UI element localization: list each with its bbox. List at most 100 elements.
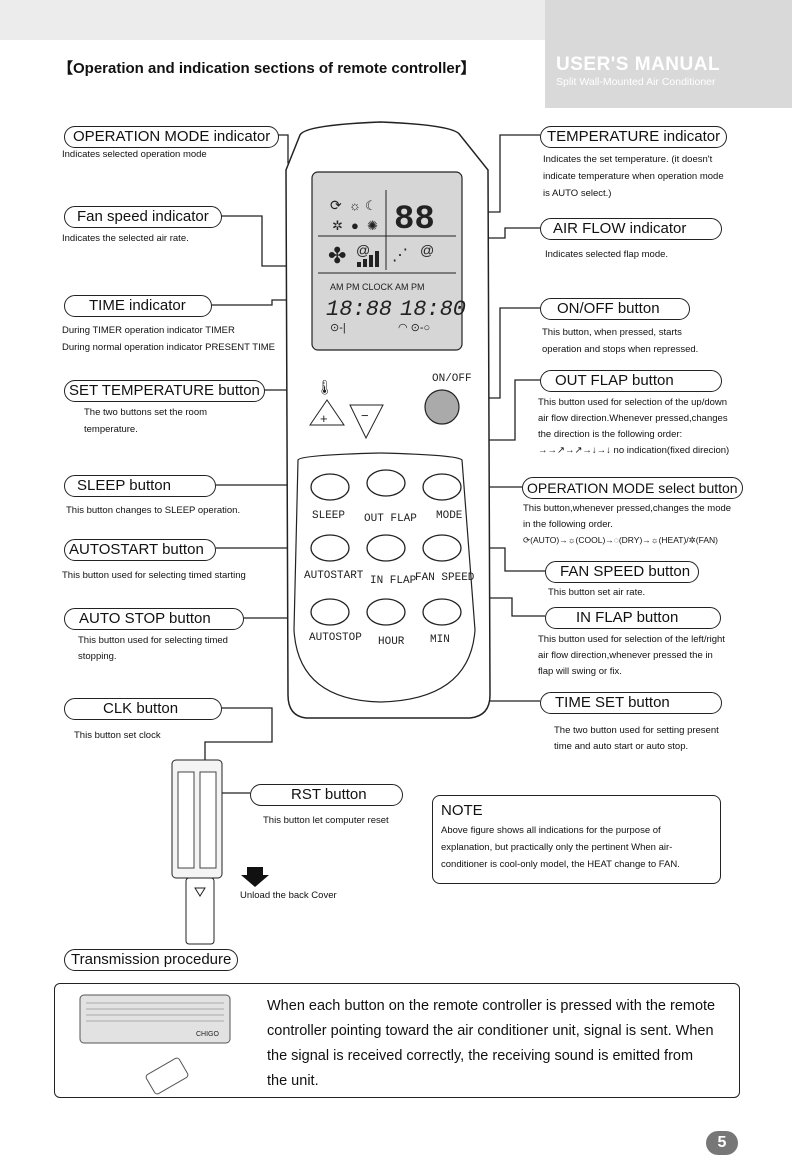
sleep-button-desc: This button changes to SLEEP operation.: [66, 505, 241, 516]
lcd-screen: [311, 171, 463, 351]
onoff-button-desc-2: operation and stops when repressed.: [542, 344, 699, 355]
thermometer-icon: 🌡: [316, 379, 334, 395]
rst-button-label: RST button: [250, 784, 403, 806]
remote-buttons: [310, 469, 462, 626]
autostop-button: [310, 598, 350, 626]
section-title: 【Operation and indication sections of re…: [58, 60, 476, 77]
operation-mode-select-desc-2: in the following order.: [523, 519, 613, 530]
lcd-ampm: AM PM CLOCK AM PM: [330, 282, 425, 292]
fan-icon: ✤: [328, 243, 346, 268]
battery-icon: [199, 771, 217, 869]
onoff-button-desc-1: This button, when pressed, starts: [542, 327, 682, 338]
auto-stop-button-label: AUTO STOP button: [64, 608, 244, 630]
out-flap-button-label: OUT FLAP button: [540, 370, 722, 392]
lcd-mode-icons: ⟳ ☼ ☾ ✲ ● ✺: [330, 197, 378, 233]
unit-brand: CHIGO: [196, 1031, 220, 1038]
heat-mode-icon: ✲: [332, 218, 343, 233]
temp-down-button: [349, 404, 384, 440]
fan-speed-indicator-desc: Indicates the selected air rate.: [62, 233, 189, 244]
page-number: 5: [706, 1131, 738, 1155]
cover-arrow-icon: [194, 887, 206, 897]
temperature-indicator-desc-3: is AUTO select.): [543, 188, 612, 199]
label-mode: MODE: [436, 510, 463, 522]
dry-mode-icon: ●: [351, 218, 359, 233]
fan-speed-button-desc: This button set air rate.: [548, 587, 646, 598]
temperature-indicator-label: TEMPERATURE indicator: [540, 126, 728, 148]
down-arrow-icon: [241, 867, 269, 887]
time-indicator-desc-2: During normal operation indicator PRESEN…: [62, 342, 275, 353]
autostart-button-desc: This button used for selecting timed sta…: [62, 570, 246, 581]
out-flap-button: [366, 469, 406, 497]
label-out-flap: OUT FLAP: [364, 513, 417, 525]
rst-button-desc: This button let computer reset: [263, 815, 389, 826]
out-flap-desc-2: air flow direction.Whenever pressed,chan…: [538, 413, 728, 424]
fan-speed-indicator-label: Fan speed indicator: [64, 206, 222, 228]
timer-off-icon: ◠ ⊙-○: [398, 322, 430, 334]
temperature-indicator-desc-2: indicate temperature when operation mode: [543, 171, 724, 182]
set-temperature-desc-2: temperature.: [84, 424, 138, 435]
swing-icon: @: [356, 242, 370, 258]
label-hour: HOUR: [378, 636, 405, 648]
air-flow-indicator-label: AIR FLOW indicator: [540, 218, 722, 240]
autostart-button: [310, 534, 350, 562]
label-autostart: AUTOSTART: [304, 570, 364, 582]
auto-stop-desc-1: This button used for selecting timed: [78, 635, 228, 646]
out-flap-desc-1: This button used for selection of the up…: [538, 397, 728, 408]
fan-speed-bar-icon: [357, 262, 361, 267]
clk-button-desc: This button set clock: [74, 730, 161, 741]
back-cover-icon: [185, 877, 215, 945]
button-panel-outline: [293, 452, 476, 703]
time-set-desc-2: time and auto start or auto stop.: [554, 741, 689, 752]
remote-mini-icon: [145, 1057, 189, 1095]
label-fan-speed: FAN SPEED: [415, 572, 475, 584]
onoff-label: ON/OFF: [432, 373, 472, 385]
out-flap-desc-3: the direction is the following order:: [538, 429, 683, 440]
plus-sign: +: [320, 411, 328, 426]
lcd-temperature: 88: [394, 201, 435, 239]
button-labels: SLEEP OUT FLAP MODE AUTOSTART IN FLAP FA…: [304, 510, 475, 648]
onoff-button: [424, 389, 460, 425]
operation-mode-indicator-desc: Indicates selected operation mode: [62, 149, 207, 160]
label-autostop: AUTOSTOP: [309, 632, 362, 644]
operation-mode-select-desc-1: This button,whenever pressed,changes the…: [523, 503, 732, 514]
clk-button-label: CLK button: [64, 698, 222, 720]
manual-title: USER'S MANUAL: [556, 54, 721, 75]
manual-tab: [545, 0, 792, 108]
transmission-box: When each button on the remote controlle…: [54, 983, 740, 1098]
set-temperature-button-label: SET TEMPERATURE button: [64, 380, 265, 402]
manual-subtitle: Split Wall-Mounted Air Conditioner: [556, 76, 716, 88]
time-indicator-desc-1: During TIMER operation indicator TIMER: [62, 325, 235, 336]
sleep-button-label: SLEEP button: [64, 475, 216, 497]
fan-mode-icon: ✺: [367, 218, 378, 233]
auto-stop-desc-2: stopping.: [78, 651, 117, 662]
fan-speed-button: [422, 534, 462, 562]
unload-cover-label: Unload the back Cover: [240, 890, 337, 901]
fan-speed-bar-icon: [375, 251, 379, 267]
fan-speed-button-label: FAN SPEED button: [545, 561, 699, 583]
temperature-indicator-desc-1: Indicates the set temperature. (it doesn…: [543, 154, 713, 165]
note-body: Above figure shows all indications for t…: [441, 825, 680, 870]
auto-mode-icon: ⟳: [330, 197, 342, 213]
in-flap-desc-1: This button used for selection of the le…: [538, 634, 725, 645]
air-conditioner-unit: [79, 994, 231, 1044]
minus-sign: −: [361, 408, 369, 423]
transmission-text: When each button on the remote controlle…: [267, 998, 716, 1089]
lcd-time-2: 18:80: [400, 297, 466, 322]
mode-button: [422, 473, 462, 501]
autostart-button-label: AUTOSTART button: [64, 539, 216, 561]
in-flap-desc-3: flap will swing or fix.: [538, 666, 622, 677]
in-flap-button: [366, 534, 406, 562]
fan-speed-bar-icon: [369, 255, 373, 267]
flap-direction-icon: ⋰: [392, 247, 408, 264]
in-flap-desc-2: air flow direction,whenever pressed the …: [538, 650, 713, 661]
fan-speed-bar-icon: [363, 259, 367, 267]
operation-mode-select-desc-3: ⟳(AUTO)→☼(COOL)→◌(DRY)→☼(HEAT)/✲(FAN): [523, 535, 718, 545]
time-set-desc-1: The two button used for setting present: [554, 725, 719, 736]
note-box: NOTE Above figure shows all indications …: [432, 795, 721, 884]
sleep-moon-icon: ☾: [365, 198, 377, 213]
timer-on-icon: ⊙-|: [330, 322, 346, 334]
operation-mode-indicator-label: OPERATION MODE indicator: [64, 126, 280, 148]
label-in-flap: IN FLAP: [370, 575, 417, 587]
set-temperature-desc-1: The two buttons set the room: [84, 407, 208, 418]
in-flap-swing-icon: @: [420, 242, 434, 258]
